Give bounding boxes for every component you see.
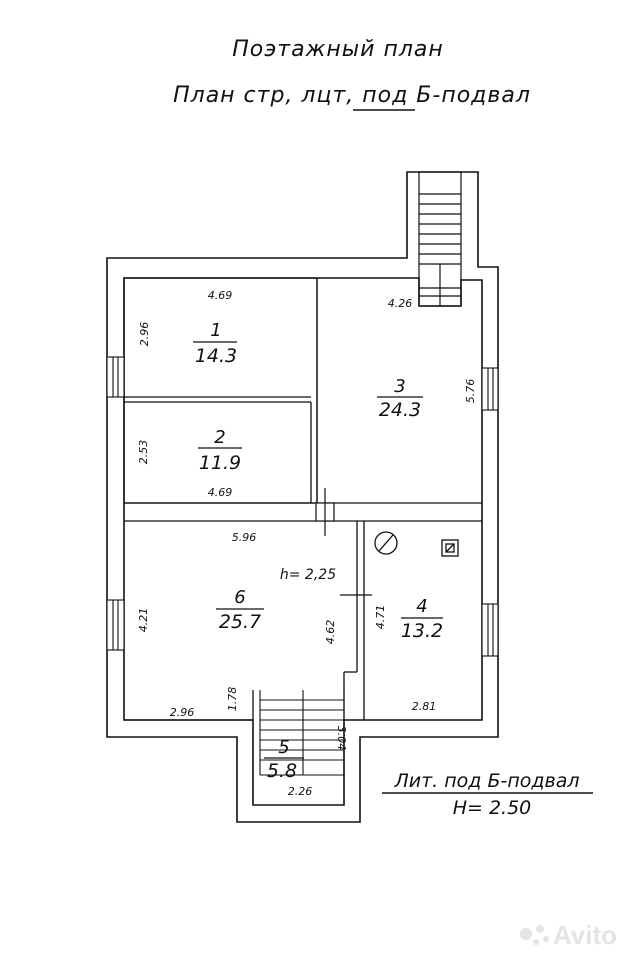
room-1-number: 1 (210, 320, 221, 341)
room-6-area: 25.7 (219, 611, 261, 633)
room-4-number: 4 (416, 596, 427, 617)
room-3-height: 5.76 (464, 379, 477, 404)
room-1-area: 14.3 (195, 345, 237, 367)
room-5-height: 3.04 (335, 726, 348, 751)
room-2-width: 4.69 (208, 486, 233, 499)
room-5-number: 5 (278, 737, 289, 758)
legend-height: H= 2.50 (453, 797, 532, 819)
avito-logo-icon (520, 925, 549, 945)
doors (315, 488, 372, 596)
room-6-number: 6 (234, 587, 245, 608)
vent-icon (441, 539, 459, 557)
room-2-area: 11.9 (199, 452, 241, 474)
interior-walls (123, 277, 482, 721)
top-stair (418, 171, 462, 307)
room-3-width: 4.26 (388, 297, 413, 310)
room-6-width-top: 5.96 (232, 531, 257, 544)
bottom-stair (259, 690, 345, 776)
plan-title: Поэтажный план (232, 37, 444, 62)
room-5-area: 5.8 (267, 760, 297, 782)
room-6-height-left: 4.21 (137, 608, 150, 633)
room-1-width: 4.69 (208, 289, 233, 302)
plan-subtitle: План стр, лцт, под Б-подвал (173, 83, 531, 108)
room-4-height: 4.71 (374, 605, 387, 630)
room-5-width: 2.26 (288, 785, 313, 798)
ceiling-height: h= 2,25 (280, 567, 336, 583)
legend-title: Лит. под Б-подвал (393, 770, 579, 792)
room-2-number: 2 (214, 427, 225, 448)
room-6-height-right: 4.62 (324, 620, 337, 645)
room-4-width: 2.81 (412, 700, 437, 713)
room-3-area: 24.3 (379, 399, 421, 421)
room-6-width-bottom: 2.96 (170, 706, 195, 719)
windows (106, 356, 499, 657)
watermark-text: Avito (553, 920, 617, 950)
room-1-height: 2.96 (138, 322, 151, 347)
boiler-icon (374, 531, 398, 555)
room-4-area: 13.2 (401, 620, 443, 642)
room-2-height: 2.53 (137, 440, 150, 465)
room-6-stair-offset: 1.78 (226, 687, 239, 712)
room-3-number: 3 (394, 376, 405, 397)
